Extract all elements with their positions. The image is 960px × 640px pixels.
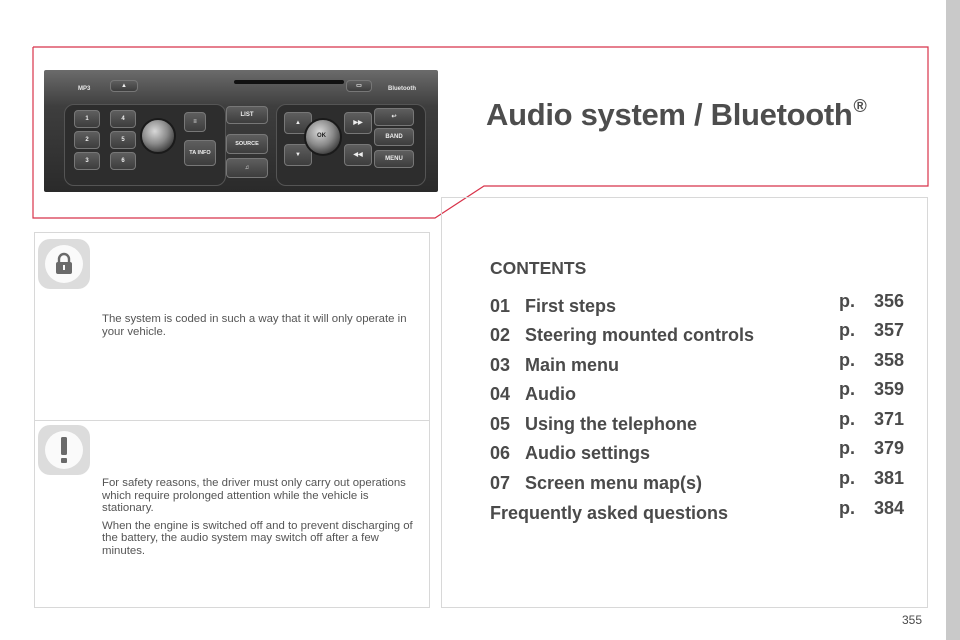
preset-4-button: 4 [110,110,136,128]
toc-number: 05 [490,414,511,434]
back-button: ↩ [374,108,414,126]
mp3-label: MP3 [78,86,91,92]
toc-page: 358 [874,350,905,370]
toc-page: 371 [874,409,905,429]
toc-page-prefix: p. [839,438,855,458]
page-title-text: Audio system / Bluetooth [486,97,853,132]
toc-page-prefix: p. [839,498,855,518]
toc-title: First steps [525,296,617,316]
toc-item[interactable]: 03 Main menu p. 358 [490,350,910,379]
safety-note-paragraph-1: For safety reasons, the driver must only… [102,477,406,515]
toc-item[interactable]: 01 First steps p. 356 [490,291,910,320]
toc-item[interactable]: Frequently asked questions p. 384 [490,498,910,527]
toc-title: Steering mounted controls [525,325,755,345]
band-button: BAND [374,128,414,146]
security-note: The system is coded in such a way that i… [102,313,422,343]
safety-note-paragraph-2: When the engine is switched off and to p… [102,519,413,557]
toc-number: 02 [490,325,511,345]
toc-page-prefix: p. [839,320,855,340]
list-button: LIST [226,106,268,124]
padlock-icon [56,252,72,274]
toc-title: Main menu [525,355,620,375]
page-title: Audio system / Bluetooth® [486,96,867,133]
toc-page-prefix: p. [839,409,855,429]
preset-5-button: 5 [110,131,136,149]
toc-page-prefix: p. [839,379,855,399]
seek-back-button: ◀◀ [344,144,372,166]
toc-item[interactable]: 05 Using the telephone p. 371 [490,409,910,438]
bluetooth-label: Bluetooth [388,86,416,92]
page-number: 355 [902,613,923,627]
menu-button: MENU [374,150,414,168]
eject-button: ▲ [110,80,138,92]
toc-page: 379 [874,438,905,458]
toc-item[interactable]: 04 Audio p. 359 [490,379,910,408]
notes-box: The system is coded in such a way that i… [34,232,430,608]
contents-box [441,197,928,608]
toc-title: Using the telephone [525,414,698,434]
toc-title: Frequently asked questions [490,503,729,523]
toc-title: Screen menu map(s) [525,473,703,493]
toc-number: 07 [490,473,511,493]
toc-number: 01 [490,296,511,316]
toc-page: 384 [874,498,905,518]
toc-number: 06 [490,443,511,463]
arrow-down-button: ▼ [284,144,312,166]
exclamation-icon-badge [38,425,90,475]
contents-heading: CONTENTS [490,258,587,278]
toc-item[interactable]: 06 Audio settings p. 379 [490,438,910,467]
toc-page: 356 [874,291,905,311]
toc-page-prefix: p. [839,291,855,311]
toc-page: 381 [874,468,905,488]
audio-head-unit-image: MP3 Bluetooth ▲ ▭ 1 2 3 4 5 6 TA INFO ≡ … [44,70,438,192]
page-edge-strip [946,0,960,640]
source-button: SOURCE [226,134,268,154]
ok-label: OK [317,133,326,139]
ta-info-button: TA INFO [184,140,216,166]
toc-title: Audio [525,384,576,404]
toc-page: 359 [874,379,905,399]
toc-page-prefix: p. [839,468,855,488]
toc-page: 357 [874,320,905,340]
preset-6-button: 6 [110,152,136,170]
preset-2-button: 2 [74,131,100,149]
note-divider [35,420,429,421]
phone-directory-button: ≡ [184,112,206,132]
toc-item[interactable]: 07 Screen menu map(s) p. 381 [490,468,910,497]
preset-1-button: 1 [74,110,100,128]
preset-3-button: 3 [74,152,100,170]
ok-knob [304,118,342,156]
registered-mark: ® [853,96,867,116]
padlock-icon-badge [38,239,90,289]
toc-title: Audio settings [525,443,650,463]
display-button: ▭ [346,80,372,92]
toc-page-prefix: p. [839,350,855,370]
cd-slot [234,80,344,84]
toc-item[interactable]: 02 Steering mounted controls p. 357 [490,320,910,349]
security-note-text: The system is coded in such a way that i… [102,313,407,338]
seek-forward-button: ▶▶ [344,112,372,134]
exclamation-icon [61,437,67,463]
toc-number: 04 [490,384,511,404]
music-note-button: ♫ [226,158,268,178]
safety-note: For safety reasons, the driver must only… [102,477,422,563]
volume-knob [140,118,176,154]
toc-number: 03 [490,355,511,375]
